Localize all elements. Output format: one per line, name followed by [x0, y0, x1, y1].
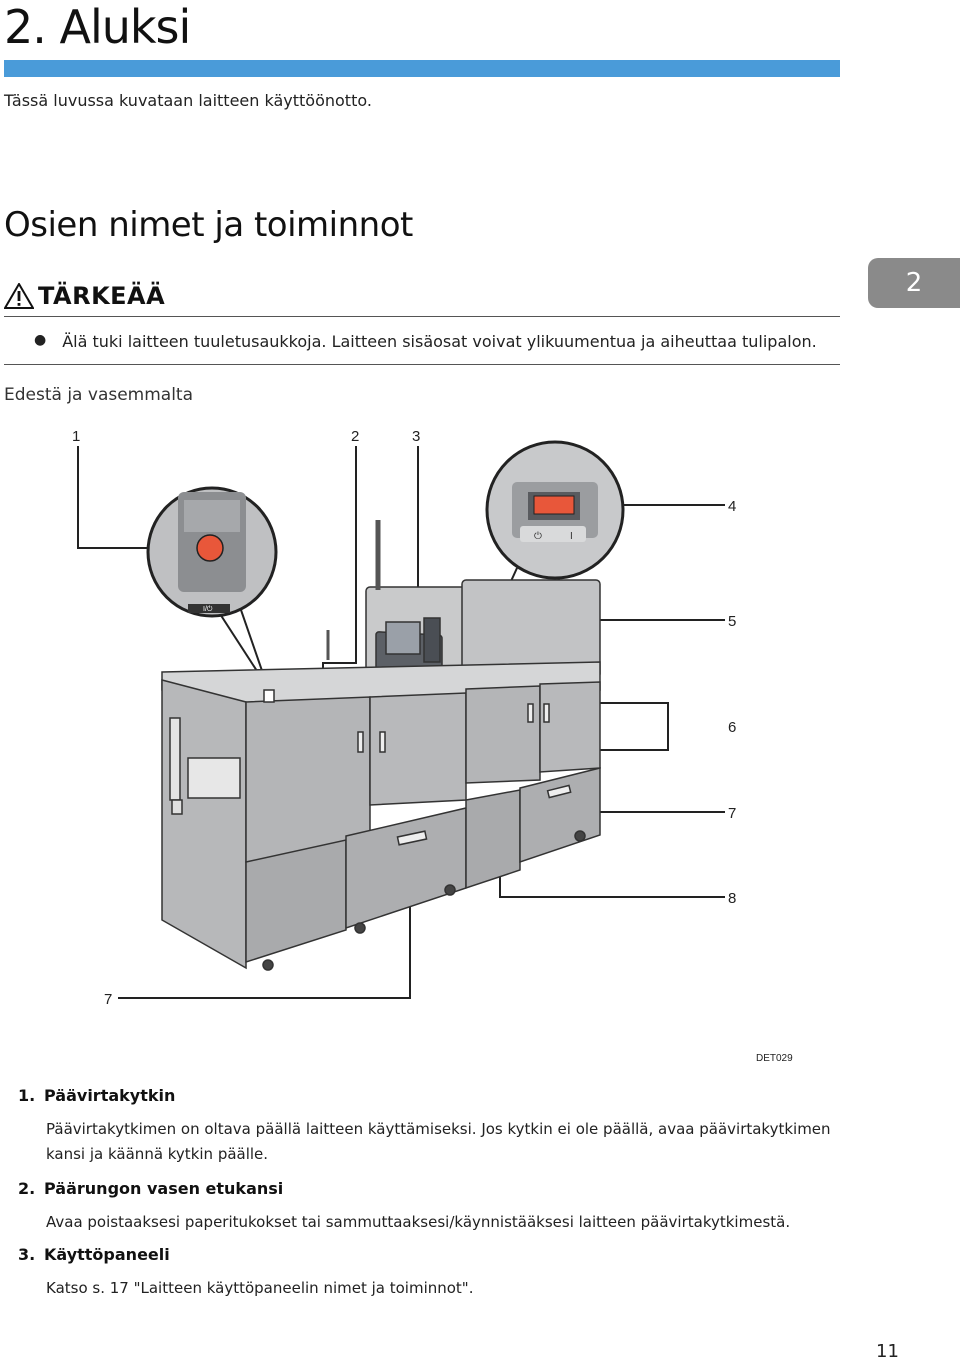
figure-code: DET029	[756, 1053, 793, 1064]
switch-label: I/⏻	[203, 605, 213, 613]
callout-6: 6	[728, 719, 736, 736]
on-symbol-icon: I	[570, 531, 573, 542]
item-2-title: Päärungon vasen etukansi	[44, 1179, 284, 1198]
item-2-description: Avaa poistaaksesi paperitukokset tai sam…	[46, 1213, 791, 1231]
important-divider	[4, 316, 840, 317]
item-3-number: 3.	[18, 1245, 36, 1264]
item-3-title: Käyttöpaneeli	[44, 1245, 170, 1264]
callout-8: 8	[728, 890, 736, 907]
warning-icon	[4, 283, 34, 309]
chapter-intro: Tässä luvussa kuvataan laitteen käyttöön…	[4, 91, 372, 110]
main-switch-closeup: ⏻ I	[485, 440, 625, 580]
callout-7: 7	[728, 805, 736, 822]
item-3-description: Katso s. 17 "Laitteen käyttöpaneelin nim…	[46, 1279, 474, 1297]
figure-subheading: Edestä ja vasemmalta	[4, 385, 194, 405]
item-3-heading: 3. Käyttöpaneeli	[18, 1245, 848, 1264]
power-switch-closeup: I/⏻	[146, 486, 278, 618]
callout-2: 2	[351, 428, 359, 445]
machine-illustration: I/⏻ ⏻ I 1 2 3 4 5 6 7 8 7 DET029	[72, 428, 793, 1064]
item-3: 3. Käyttöpaneeli Katso s. 17 "Laitteen kä…	[18, 1245, 848, 1297]
callout-1: 1	[72, 428, 80, 445]
item-2-number: 2.	[18, 1179, 36, 1198]
callout-3: 3	[412, 428, 420, 445]
important-title: TÄRKEÄÄ	[38, 282, 166, 310]
chapter-tab-number: 2	[905, 268, 923, 298]
chapter-title: 2. Aluksi	[4, 0, 191, 54]
item-1-title: Päävirtakytkin	[44, 1086, 176, 1105]
page-number: 11	[876, 1341, 899, 1362]
machine-figure: I/⏻ ⏻ I 1 2 3 4 5 6 7 8 7 DET029	[0, 420, 960, 1070]
important-box: TÄRKEÄÄ ● Älä tuki laitteen tuuletusaukk…	[4, 280, 840, 365]
section-title: Osien nimet ja toiminnot	[4, 205, 413, 245]
item-1-description: Päävirtakytkimen on oltava päällä laitte…	[46, 1120, 831, 1163]
chapter-tab: 2	[868, 258, 960, 308]
chapter-title-bar	[4, 60, 840, 77]
important-header: TÄRKEÄÄ	[4, 282, 165, 310]
item-1: 1. Päävirtakytkin Päävirtakytkimen on olt…	[18, 1086, 848, 1163]
important-bullet-text: Älä tuki laitteen tuuletusaukkoja. Laitt…	[62, 332, 817, 351]
callout-7-bottom: 7	[104, 991, 112, 1008]
callout-4: 4	[728, 498, 736, 515]
item-1-number: 1.	[18, 1086, 36, 1105]
item-1-heading: 1. Päävirtakytkin	[18, 1086, 848, 1105]
callout-5: 5	[728, 613, 736, 630]
power-symbol-icon: ⏻	[534, 531, 542, 542]
bullet-icon: ●	[34, 332, 47, 348]
item-2: 2. Päärungon vasen etukansi Avaa poistaak…	[18, 1179, 848, 1231]
important-bullet: ● Älä tuki laitteen tuuletusaukkoja. Lai…	[34, 332, 817, 351]
item-2-heading: 2. Päärungon vasen etukansi	[18, 1179, 848, 1198]
